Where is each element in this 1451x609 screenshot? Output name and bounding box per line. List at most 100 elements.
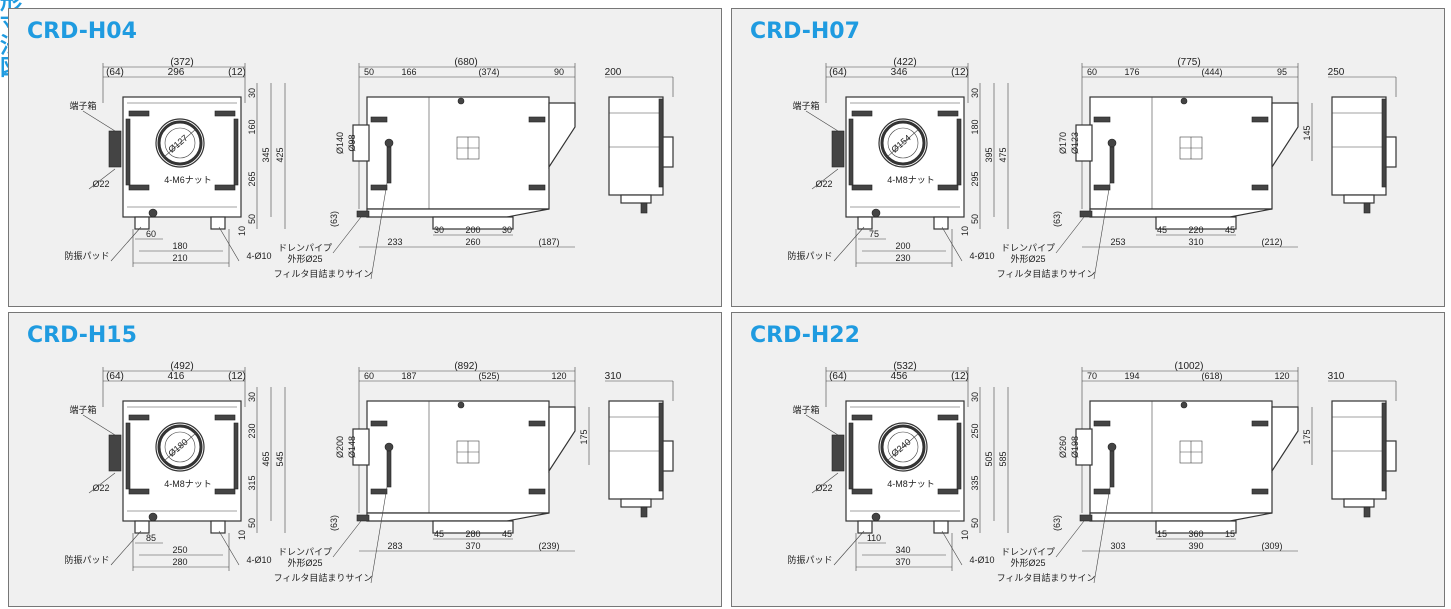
dimension-label: 280	[465, 529, 480, 539]
dimension-label: 360	[1188, 529, 1203, 539]
dimension-line	[370, 182, 388, 280]
clamp-latch	[1251, 116, 1269, 123]
dimension-line	[110, 226, 142, 262]
back-base	[620, 194, 652, 204]
panel-title: CRD-H22	[750, 323, 860, 348]
dimension-line	[811, 472, 839, 494]
lifting-eye	[1180, 97, 1188, 105]
lifting-eye	[457, 97, 465, 105]
dimension-label: Ø260	[1058, 436, 1068, 458]
dimension-label: 200	[895, 241, 910, 251]
outlet-flange	[1271, 406, 1299, 474]
dimension-label: Ø98	[347, 134, 357, 151]
dimension-label: 4-M8ナット	[887, 175, 935, 185]
dimension-label: 253	[1110, 237, 1125, 247]
dimension-label: 50	[970, 214, 980, 224]
dimension-label: Ø170	[1058, 132, 1068, 154]
panel-title: CRD-H04	[27, 19, 137, 44]
back-terminal-box	[1385, 136, 1397, 168]
dimension-label: 370	[895, 557, 910, 567]
clamp-latch	[128, 488, 150, 495]
dimension-line	[218, 530, 240, 566]
dimension-label: 280	[172, 557, 187, 567]
back-foot	[640, 506, 648, 518]
drawing-crd-h07: (422)(64)346(12)Ø1544-M8ナット端子箱Ø223018029…	[787, 57, 1397, 280]
dimension-label: 60	[146, 229, 156, 239]
drain-pipe	[356, 514, 370, 522]
outlet-port-ring	[157, 424, 203, 470]
dimension-label: 233	[387, 237, 402, 247]
back-terminal-box	[1385, 440, 1397, 472]
front-hinge	[956, 422, 962, 490]
dimension-label: Ø148	[347, 436, 357, 458]
dimension-label: 340	[895, 545, 910, 555]
clamp-latch	[528, 184, 546, 191]
callout-label: Ø22	[92, 483, 109, 493]
outlet-flange	[548, 102, 576, 170]
clamp-latch	[214, 488, 236, 495]
clamp-latch	[937, 488, 959, 495]
dimension-line	[82, 414, 116, 436]
outlet-port-inner	[164, 431, 196, 463]
dimension-label: 50	[247, 518, 257, 528]
dimension-line	[332, 216, 362, 254]
drain-fitting	[871, 512, 881, 522]
callout-label: 防振パッド	[64, 554, 109, 565]
dimension-label: 10	[960, 226, 970, 236]
dimension-label: 283	[387, 541, 402, 551]
outlet-flange	[548, 406, 576, 474]
dimension-label: 160	[247, 119, 257, 134]
dimension-label: 200	[465, 225, 480, 235]
dimension-label: 175	[1302, 429, 1312, 444]
filter-sign-tube	[1109, 146, 1115, 184]
inlet-duct	[1075, 428, 1093, 466]
dimension-label: Ø140	[335, 132, 345, 154]
dimension-label: 465	[261, 451, 271, 466]
callout-label: 防振パッド	[787, 250, 832, 261]
dimension-label: (63)	[329, 211, 339, 227]
inlet-duct	[352, 124, 370, 162]
callout-label: Ø22	[92, 179, 109, 189]
dimension-label: 110	[867, 533, 881, 543]
back-foot	[1363, 202, 1371, 214]
outlet-port-inner	[887, 431, 919, 463]
callout-label: 端子箱	[69, 404, 96, 415]
back-body	[1331, 96, 1387, 196]
base-plate	[366, 208, 550, 218]
drain-fitting	[871, 208, 881, 218]
dimension-line	[88, 472, 116, 494]
base-frame	[432, 520, 514, 534]
clamp-latch	[370, 488, 388, 495]
callout-label: 4-Ø10	[246, 555, 271, 565]
callout-label: 端子箱	[792, 100, 819, 111]
front-hinge	[233, 422, 239, 490]
terminal-box	[108, 434, 122, 472]
dimension-label: 70	[1087, 371, 1097, 381]
foot	[210, 520, 226, 534]
dimension-label: 145	[1302, 125, 1312, 140]
dimension-label: 303	[1110, 541, 1125, 551]
callout-label: 外形Ø25	[287, 557, 322, 568]
foot	[933, 216, 949, 230]
back-foot	[640, 202, 648, 214]
lifting-eye	[457, 401, 465, 409]
dimension-line	[82, 110, 116, 132]
dimension-line	[1055, 216, 1085, 254]
clamp-latch	[937, 184, 959, 191]
dimension-line	[1055, 520, 1085, 558]
front-hinge	[233, 118, 239, 186]
front-hinge	[956, 118, 962, 186]
clamp-latch	[851, 110, 873, 117]
dimension-label: 30	[970, 392, 980, 402]
dimension-label: 220	[1188, 225, 1203, 235]
clamp-latch	[128, 184, 150, 191]
dimension-line	[941, 530, 963, 566]
dimension-label: 230	[247, 423, 257, 438]
dimension-label: (775)	[1177, 57, 1200, 68]
dimension-label: 4-M6ナット	[164, 175, 212, 185]
clamp-latch	[937, 110, 959, 117]
dimension-line	[941, 226, 963, 262]
